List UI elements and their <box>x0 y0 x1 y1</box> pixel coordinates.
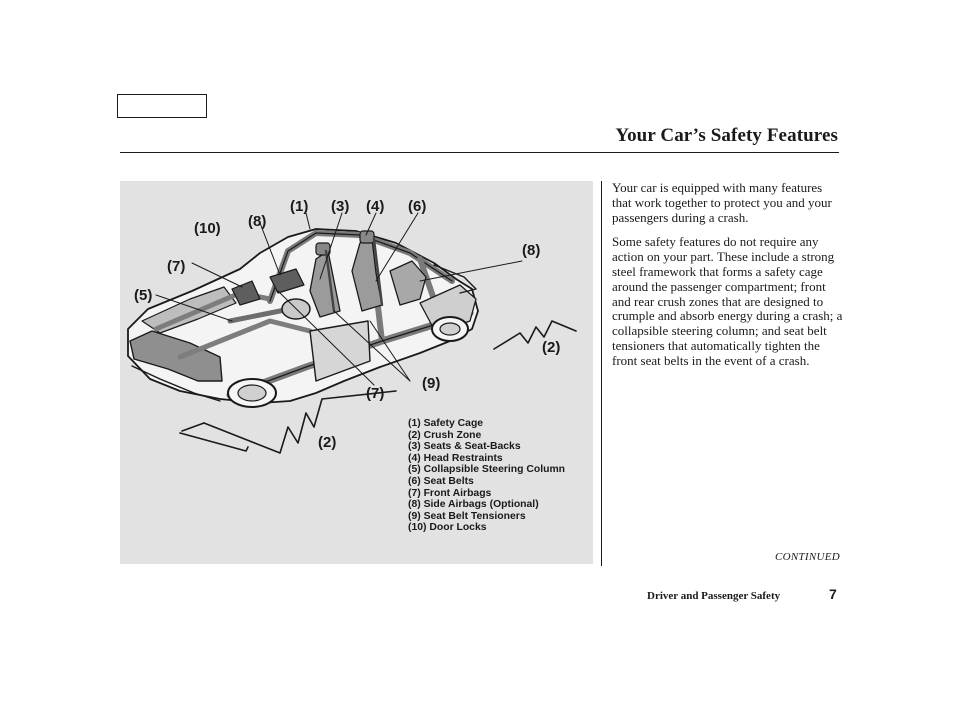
front-airbag-driver <box>231 280 261 306</box>
callout-8-left: (8) <box>248 213 266 230</box>
callout-10: (10) <box>194 220 221 237</box>
head-restraint-left <box>315 242 331 256</box>
legend-item: (2) Crush Zone <box>408 429 482 441</box>
details-paragraph: Some safety features do not require any … <box>612 234 843 368</box>
legend-item: (8) Side Airbags (Optional) <box>408 499 539 511</box>
callout-9: (9) <box>422 375 440 392</box>
callout-1: (1) <box>290 198 308 215</box>
title-rule <box>120 152 839 153</box>
car-cutaway-drawing: (1) (3) (4) (6) (10) (8) (8) (7) (5) (2)… <box>127 198 577 454</box>
front-seat-right <box>351 238 383 312</box>
page-number: 7 <box>829 586 837 602</box>
steering-column <box>227 306 293 324</box>
legend-item: (7) Front Airbags <box>408 487 492 499</box>
column-divider <box>601 181 602 566</box>
front-frame <box>129 330 223 382</box>
crush-zone-front-arrow <box>203 390 397 454</box>
front-airbag-passenger <box>269 268 305 294</box>
rear-seat <box>389 260 427 306</box>
callout-6: (6) <box>408 198 426 215</box>
safety-features-illustration: (1) (3) (4) (6) (10) (8) (8) (7) (5) (2)… <box>120 181 593 564</box>
page-title: Your Car’s Safety Features <box>615 125 838 146</box>
footer-section-title: Driver and Passenger Safety <box>647 590 781 602</box>
callout-5: (5) <box>134 287 152 304</box>
head-restraint-right <box>359 230 375 244</box>
seat-belt-left <box>324 249 336 313</box>
callout-8-right: (8) <box>522 242 540 259</box>
crush-zone-rear-arrow <box>493 320 577 350</box>
front-subframe <box>141 286 237 334</box>
callout-2-right: (2) <box>542 339 560 356</box>
callout-7-bottom: (7) <box>366 385 384 402</box>
callout-2-bottom: (2) <box>318 434 336 451</box>
header-box <box>117 94 207 118</box>
legend-item: (3) Seats & Seat-Backs <box>408 441 521 453</box>
callout-3: (3) <box>331 198 349 215</box>
callout-4: (4) <box>366 198 384 215</box>
intro-paragraph: Your car is equipped with many features … <box>612 180 832 225</box>
feature-legend: (1) Safety Cage (2) Crush Zone (3) Seats… <box>408 418 565 534</box>
continued-label: CONTINUED <box>774 551 840 563</box>
legend-item: (9) Seat Belt Tensioners <box>408 510 526 522</box>
seat-belt-right <box>372 237 384 307</box>
body-text: Your car is equipped with many features … <box>612 180 844 379</box>
legend-item: (5) Collapsible Steering Column <box>408 464 566 476</box>
legend-item: (10) Door Locks <box>408 522 487 534</box>
callout-7-top: (7) <box>167 258 185 275</box>
legend-item: (4) Head Restraints <box>408 452 503 464</box>
legend-item: (6) Seat Belts <box>408 475 474 487</box>
trunk-lid <box>433 264 477 294</box>
legend-item: (1) Safety Cage <box>408 418 484 429</box>
